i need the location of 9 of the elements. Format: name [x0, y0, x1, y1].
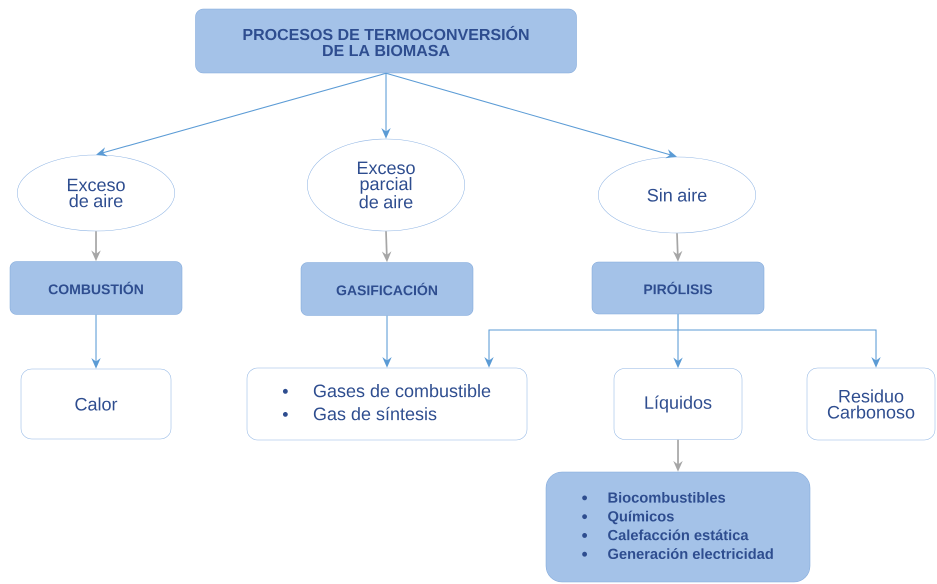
title-box: PROCESOS DE TERMOCONVERSIÓN DE LA BIOMASA: [195, 8, 577, 74]
product-box: Residuo Carbonoso: [806, 368, 936, 440]
product-box: Calor: [20, 368, 172, 440]
product-box: Biocombustibles Químicos Calefacción estática Generación electricidad: [546, 472, 810, 582]
process-box: PIRÓLISIS: [592, 262, 764, 314]
product-box: Líquidos: [614, 368, 742, 440]
product-box: Gases de combustible Gas de síntesis: [246, 368, 528, 440]
process-box: COMBUSTIÓN: [10, 261, 182, 315]
process-box: GASIFICACIÓN: [300, 262, 474, 316]
